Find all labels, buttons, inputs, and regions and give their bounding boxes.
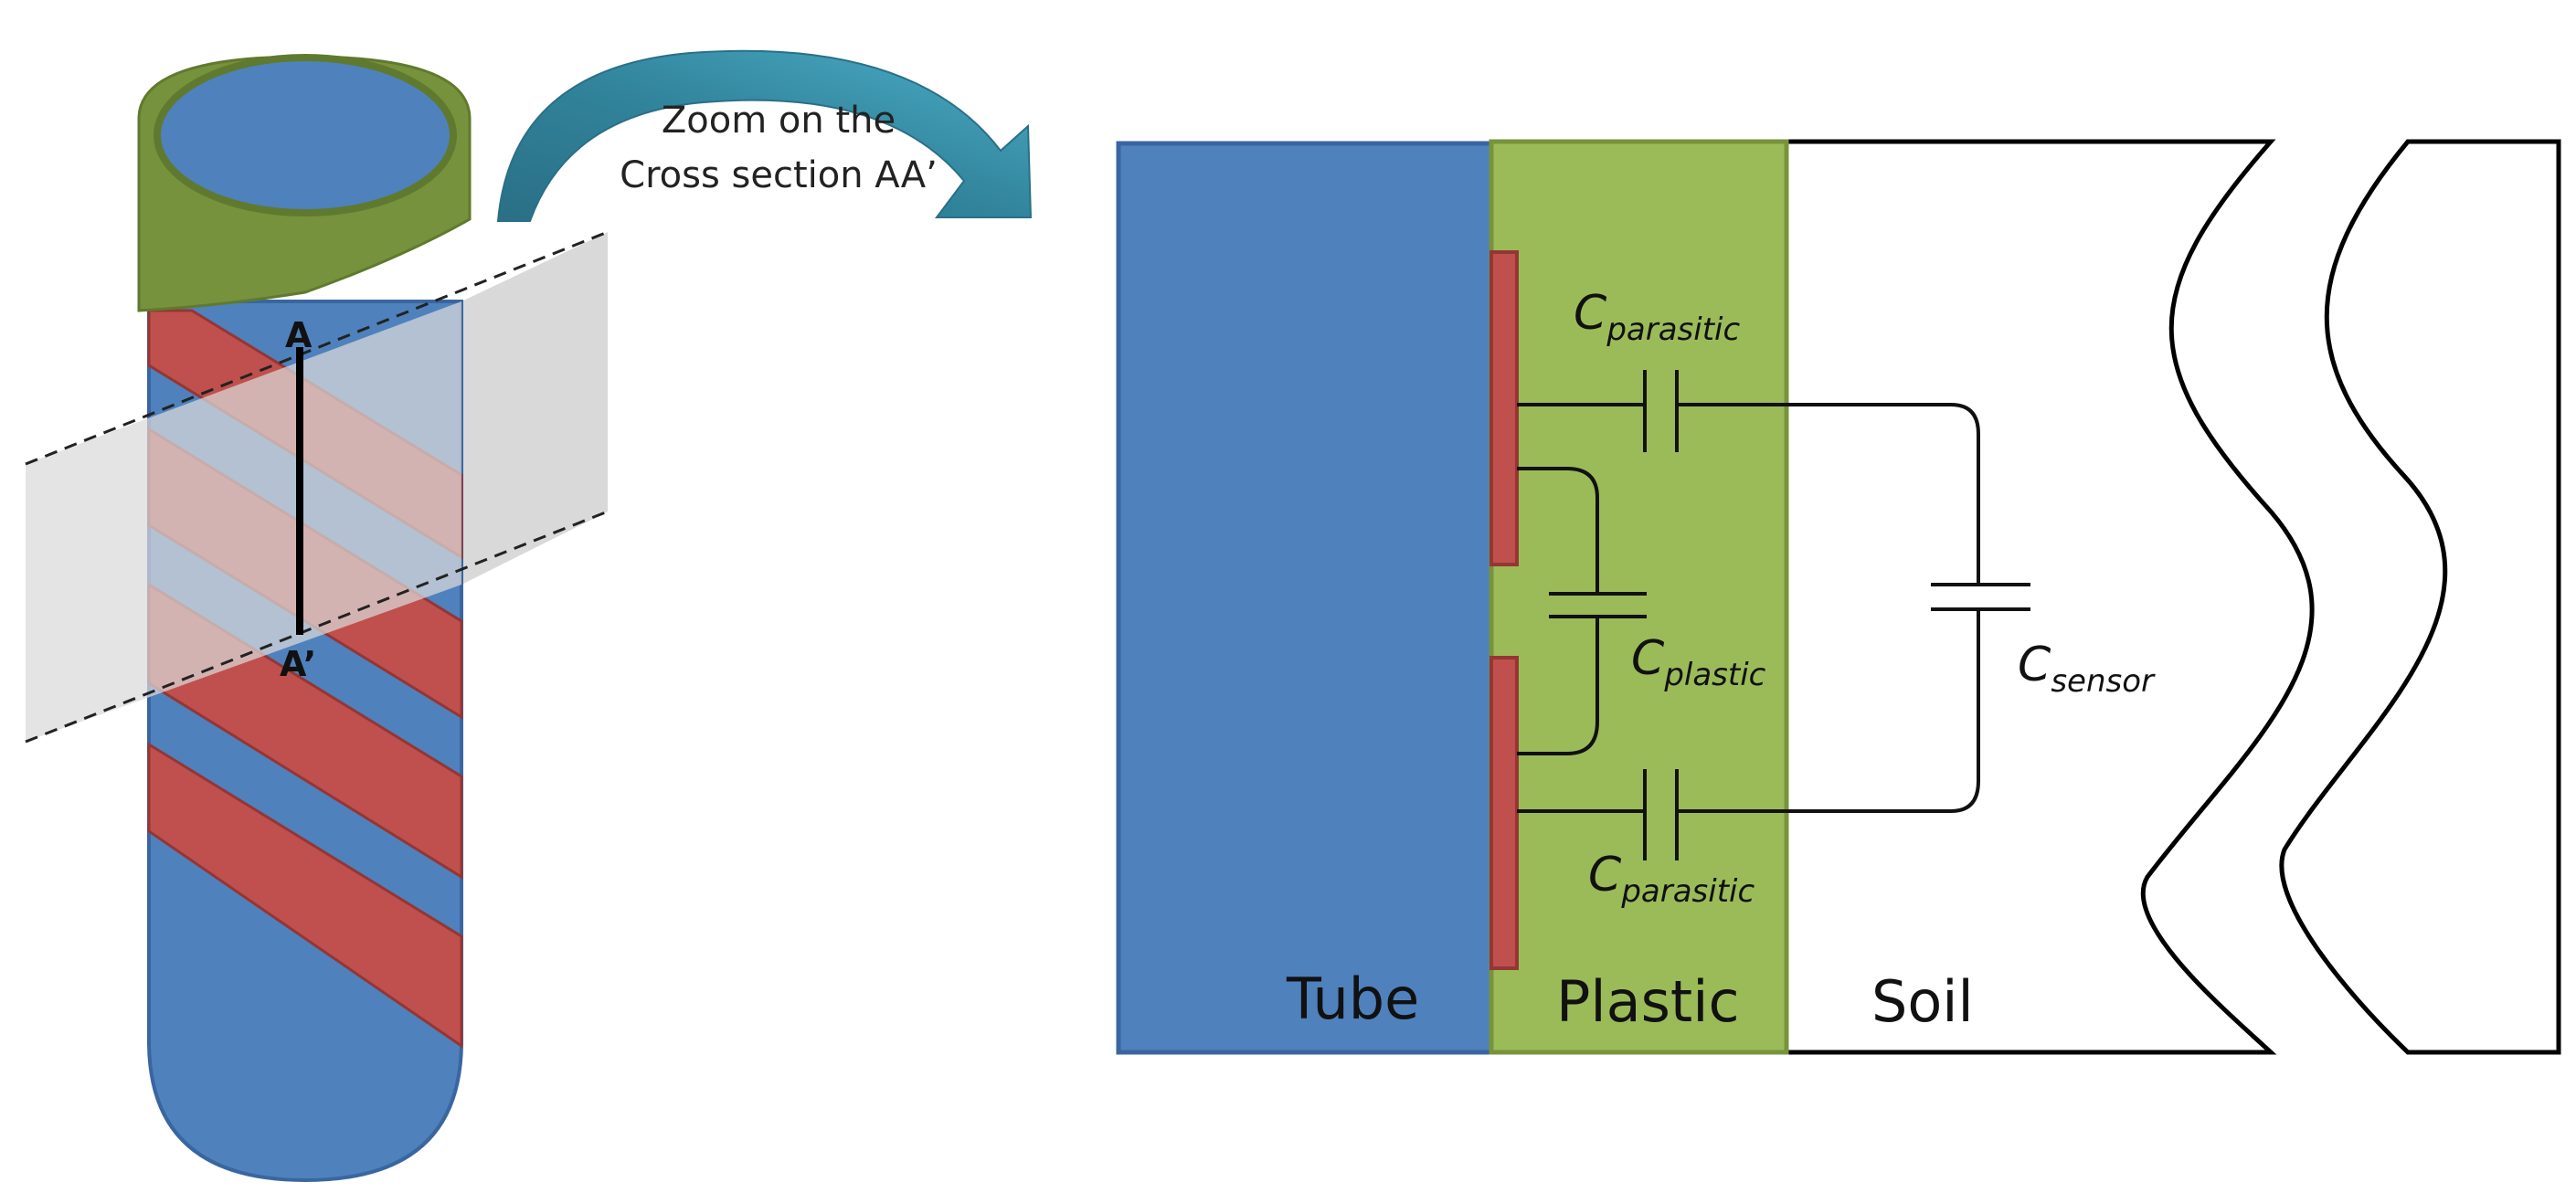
label-c-parasitic-top: Cparasitic	[1574, 286, 1740, 348]
section-plane-front	[26, 301, 461, 742]
probe-tube: A A’	[25, 54, 609, 1183]
wire-parasitic-bottom	[1517, 609, 1980, 813]
soil-region	[1784, 139, 2315, 1055]
wire-plastic-cap	[1517, 467, 1599, 755]
label-point-a-prime: A’	[280, 644, 316, 684]
label-plastic: Plastic	[1556, 968, 1740, 1035]
wire-parasitic-top	[1517, 403, 1980, 585]
electrode-top	[1489, 250, 1519, 566]
zoom-label-line1: Zoom on the	[662, 100, 896, 142]
electrode-bottom	[1489, 656, 1519, 970]
label-c-parasitic-bottom: Cparasitic	[1588, 848, 1754, 910]
plastic-region	[1489, 139, 1789, 1055]
label-c-plastic: Cplastic	[1631, 631, 1766, 693]
tube-top-face	[154, 54, 457, 216]
label-soil: Soil	[1871, 968, 1974, 1035]
electrode-stripe	[147, 742, 463, 1049]
label-c-sensor: Csensor	[2018, 638, 2156, 700]
zoom-arrow: Zoom on the Cross section AA’	[496, 49, 1033, 222]
zoom-arrow-shape	[496, 49, 1033, 222]
label-tube: Tube	[1286, 966, 1419, 1032]
soil-far-region	[2279, 139, 2561, 1055]
section-plane-back	[461, 232, 608, 585]
label-point-a: A	[285, 315, 313, 355]
cross-section: Cparasitic Cplastic Csensor Cparasitic T…	[1116, 139, 2561, 1055]
zoom-label-line2: Cross section AA’	[620, 154, 938, 196]
tube-region	[1116, 141, 1494, 1055]
